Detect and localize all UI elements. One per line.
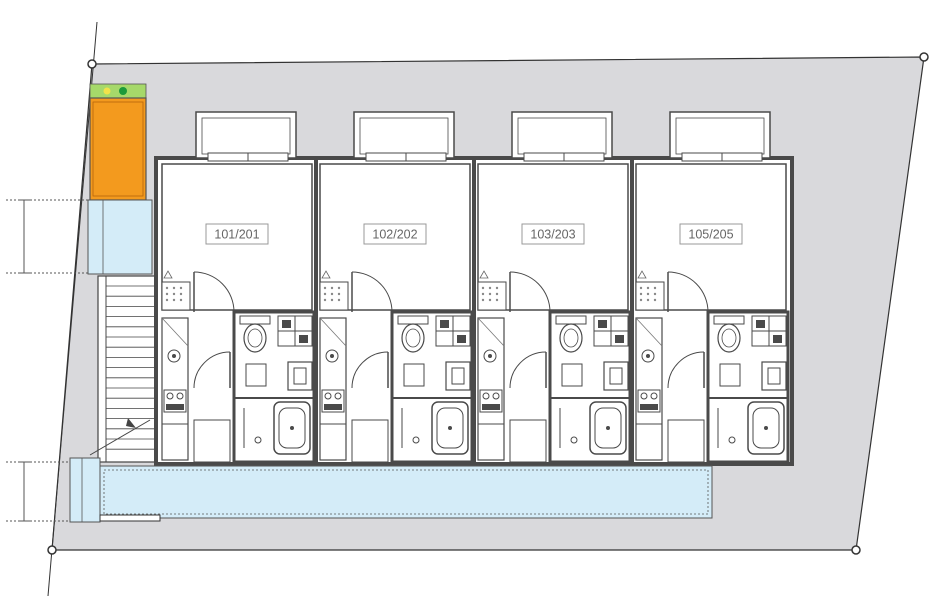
shoe-cabinet bbox=[477, 281, 507, 311]
shoe-cabinet bbox=[635, 281, 665, 311]
living-room bbox=[161, 163, 313, 311]
warning-icon bbox=[321, 270, 331, 279]
shoe-cabinet bbox=[319, 281, 349, 311]
balcony bbox=[511, 111, 613, 159]
storage-box bbox=[561, 363, 583, 387]
door-swing bbox=[509, 351, 547, 389]
room-label: 102/202 bbox=[372, 228, 417, 242]
toilet-icon bbox=[243, 323, 267, 353]
sink-icon bbox=[641, 349, 655, 363]
gate-bar bbox=[99, 514, 161, 522]
sink-icon bbox=[167, 349, 181, 363]
living-room bbox=[319, 163, 471, 311]
washing-machine bbox=[761, 361, 787, 391]
room-label: 103/203 bbox=[530, 228, 575, 242]
door-swing bbox=[193, 271, 235, 313]
balcony bbox=[353, 111, 455, 159]
room-label: 101/201 bbox=[214, 228, 259, 242]
warning-icon bbox=[479, 270, 489, 279]
survey-point-nw bbox=[87, 59, 97, 69]
door-swing bbox=[667, 271, 709, 313]
warning-icon bbox=[637, 270, 647, 279]
balcony bbox=[195, 111, 297, 159]
dimension-marker-upper bbox=[6, 199, 92, 274]
door-swing bbox=[193, 351, 231, 389]
warning-icon bbox=[163, 270, 173, 279]
unit-1: 101/201 bbox=[161, 111, 316, 505]
survey-line-left bbox=[47, 21, 98, 597]
room-label-box bbox=[363, 223, 427, 245]
washing-machine bbox=[445, 361, 471, 391]
unit-2: 102/202 bbox=[314, 111, 474, 505]
unit-4: 105/205 bbox=[630, 111, 790, 505]
kitchen-counter bbox=[477, 317, 505, 461]
toilet-tank bbox=[239, 315, 271, 325]
toilet-icon bbox=[559, 323, 583, 353]
stair-landing bbox=[87, 199, 153, 275]
light-green-icon bbox=[119, 87, 127, 95]
light-yellow-icon bbox=[103, 87, 111, 95]
toilet-tank bbox=[555, 315, 587, 325]
balcony bbox=[669, 111, 771, 159]
sink-icon bbox=[325, 349, 339, 363]
sink-icon bbox=[483, 349, 497, 363]
living-room bbox=[635, 163, 787, 311]
survey-point-ne bbox=[919, 52, 929, 62]
storage-box bbox=[403, 363, 425, 387]
wet-area bbox=[706, 310, 790, 464]
stair-entry bbox=[69, 457, 101, 523]
unit-3: 103/203 bbox=[472, 111, 632, 505]
room-label: 105/205 bbox=[688, 228, 733, 242]
toilet-icon bbox=[717, 323, 741, 353]
kitchen-counter bbox=[319, 317, 347, 461]
survey-point-sw bbox=[47, 545, 57, 555]
trash-box bbox=[89, 97, 147, 201]
room-label-box bbox=[205, 223, 269, 245]
toilet-tank bbox=[713, 315, 745, 325]
survey-point-se bbox=[851, 545, 861, 555]
door-swing bbox=[351, 271, 393, 313]
staircase bbox=[89, 275, 157, 463]
storage-box bbox=[245, 363, 267, 387]
corridor bbox=[97, 465, 713, 519]
door-swing bbox=[351, 351, 389, 389]
entrance bbox=[509, 419, 547, 463]
dimension-marker-lower bbox=[6, 461, 72, 522]
shoe-cabinet bbox=[161, 281, 191, 311]
washing-machine bbox=[603, 361, 629, 391]
washing-machine bbox=[287, 361, 313, 391]
door-swing bbox=[667, 351, 705, 389]
kitchen-counter bbox=[161, 317, 189, 461]
entrance bbox=[193, 419, 231, 463]
entrance bbox=[667, 419, 705, 463]
toilet-tank bbox=[397, 315, 429, 325]
entrance bbox=[351, 419, 389, 463]
living-room bbox=[477, 163, 629, 311]
room-label-box bbox=[679, 223, 743, 245]
light-bar bbox=[89, 83, 147, 99]
room-label-box bbox=[521, 223, 585, 245]
kitchen-counter bbox=[635, 317, 663, 461]
door-swing bbox=[509, 271, 551, 313]
toilet-icon bbox=[401, 323, 425, 353]
storage-box bbox=[719, 363, 741, 387]
